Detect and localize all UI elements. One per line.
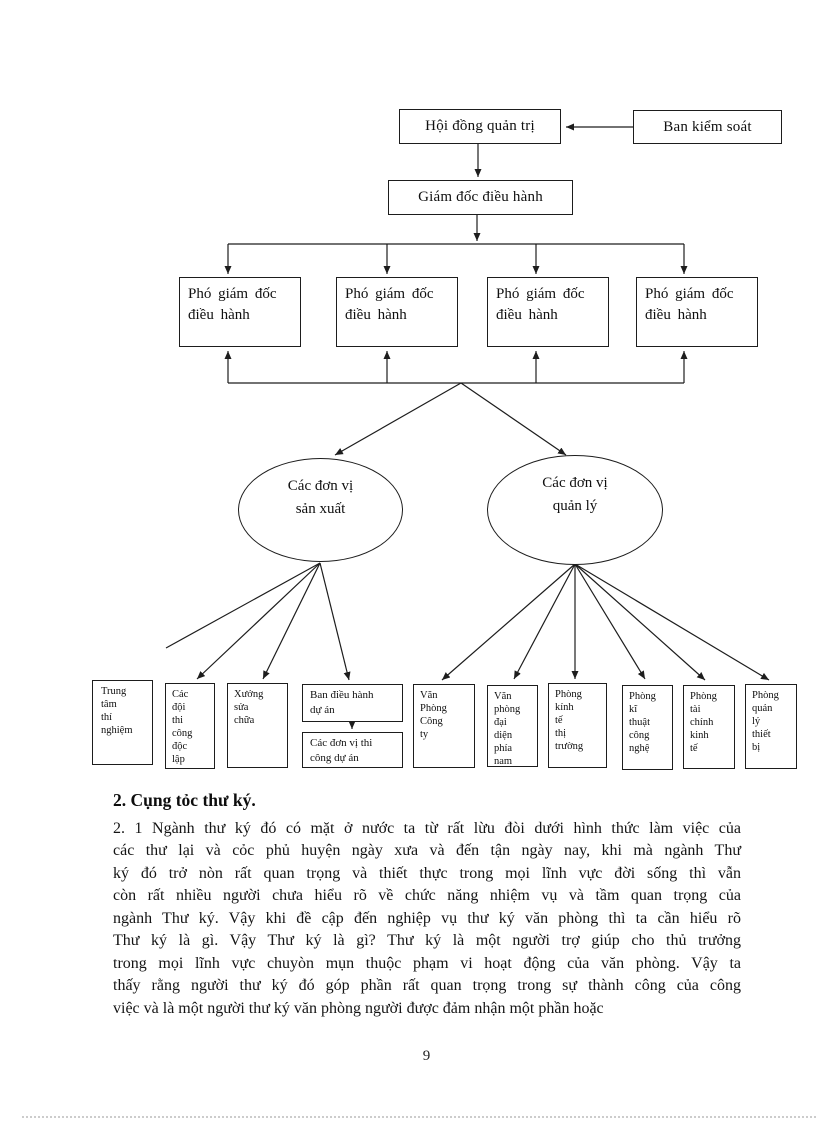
body-line: trong mọi lĩnh vực chuyòn mụn thuộc phạm… <box>113 955 741 972</box>
bottom-dotted-divider <box>22 1116 816 1118</box>
org-node-lab-center: Trung tâm thí nghiệm <box>92 680 153 765</box>
org-node-supervisory: Ban kiểm soát <box>633 110 782 144</box>
body-line: 2. 1 Ngành thư ký đó có mặt ở nước ta từ… <box>113 820 741 837</box>
org-node-project-construction-units: Các đơn vị thi công dự án <box>302 732 403 768</box>
org-node-equipment-dept: Phòng quản lý thiết bị <box>745 684 797 769</box>
org-node-repair-workshop: Xưởng sửa chữa <box>227 683 288 768</box>
org-chart-connectors <box>165 123 770 729</box>
section-heading: 2. Cụng tỏc thư ký. <box>113 790 256 810</box>
org-node-management-group: Các đơn vị quản lý <box>487 455 663 565</box>
body-line: việc và là một người thư ký văn phòng ng… <box>113 1000 604 1017</box>
page-number: 9 <box>422 1048 431 1064</box>
org-node-deputy-1: Phó giám đốc điều hành <box>179 277 301 347</box>
org-node-deputy-3: Phó giám đốc điều hành <box>487 277 609 347</box>
org-node-market-economy-dept: Phòng kính tế thị trường <box>548 683 607 768</box>
body-line: còn rất nhiều người chưa hiểu rõ về chức… <box>113 887 741 904</box>
org-node-ceo: Giám đốc điều hành <box>388 180 573 215</box>
org-node-board: Hội đồng quản trị <box>399 109 561 144</box>
body-line: ký đó trở nòn rất quan trọng và thiết th… <box>113 865 741 882</box>
org-node-deputy-4: Phó giám đốc điều hành <box>636 277 758 347</box>
org-node-deputy-2: Phó giám đốc điều hành <box>336 277 458 347</box>
org-node-technical-dept: Phòng kĩ thuật công nghệ <box>622 685 673 770</box>
body-line: Thư ký là gì. Vậy Thư ký là gì? Thư ký l… <box>113 932 741 949</box>
body-line: các thư lại và cỏc phủ huyện ngày xưa và… <box>113 842 741 859</box>
org-node-company-office: Văn Phòng Công ty <box>413 684 475 768</box>
org-node-south-rep-office: Văn phòng đại diện phía nam <box>487 685 538 767</box>
org-node-production-group: Các đơn vị sản xuất <box>238 458 403 562</box>
org-node-project-management-board: Ban điều hành dự án <box>302 684 403 722</box>
body-line: thấy rằng người thư ký đó góp phần rất q… <box>113 977 741 994</box>
org-node-finance-dept: Phòng tài chính kinh tế <box>683 685 735 769</box>
org-node-construction-teams: Các đội thi công độc lập <box>165 683 215 769</box>
body-line: ngành Thư ký. Vậy khi đề cập đến nghiệp … <box>113 910 741 927</box>
